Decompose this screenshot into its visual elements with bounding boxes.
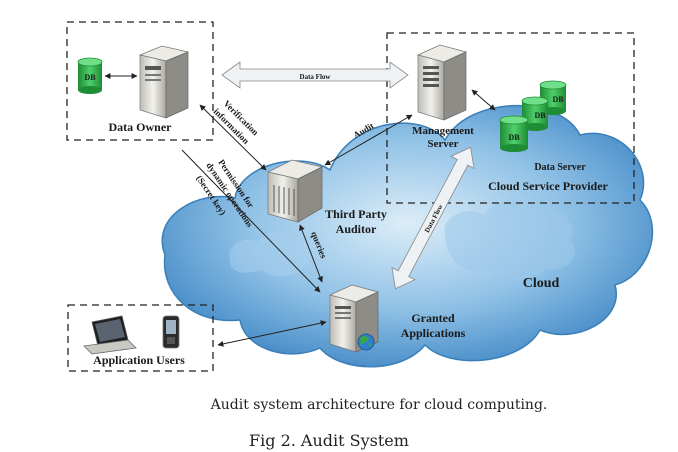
data-server-label: Data Server — [534, 162, 586, 173]
db-label: DB — [552, 95, 564, 104]
audit-arrow — [324, 114, 413, 166]
data-owner-db-icon: DB — [77, 57, 103, 94]
db-label: DB — [508, 133, 520, 142]
db-label: DB — [84, 73, 96, 82]
db-label: DB — [534, 111, 546, 120]
data-owner-server-icon — [138, 45, 190, 119]
data-server-db-icon: DB — [499, 115, 529, 152]
data-server-db-icon: DB — [521, 96, 549, 131]
mobile-phone-icon — [162, 315, 180, 349]
cloud-service-provider-label: Cloud Service Provider — [488, 179, 608, 193]
management-server-label-1: Management — [412, 125, 474, 137]
permission-arrow — [181, 149, 321, 293]
laptop-icon — [83, 315, 137, 355]
data-owner-label: Data Owner — [109, 120, 173, 134]
data-flow-top-label: Data Flow — [300, 73, 332, 81]
third-party-auditor-label-2: Auditor — [336, 222, 377, 236]
cloud-label: Cloud — [523, 276, 560, 291]
third-party-auditor-label-1: Third Party — [325, 207, 387, 221]
figure-caption: Fig 2. Audit System — [249, 431, 409, 450]
application-users-label: Application Users — [93, 353, 185, 367]
queries-arrow — [299, 224, 323, 283]
granted-applications-label-1: Granted — [411, 311, 455, 325]
management-server-icon — [416, 44, 468, 121]
verification-arrow — [199, 104, 267, 171]
application-users-box — [67, 304, 214, 372]
management-server-label-2: Server — [427, 138, 458, 150]
granted-applications-label-2: Applications — [401, 326, 466, 340]
globe-icon — [357, 333, 375, 351]
third-party-auditor-icon — [266, 159, 324, 223]
data-flow-top-arrow: Data Flow — [221, 61, 409, 89]
data-owner-box — [66, 21, 214, 141]
diagram-subtitle: Audit system architecture for cloud comp… — [210, 397, 548, 413]
users-to-applications-arrow — [217, 320, 327, 347]
